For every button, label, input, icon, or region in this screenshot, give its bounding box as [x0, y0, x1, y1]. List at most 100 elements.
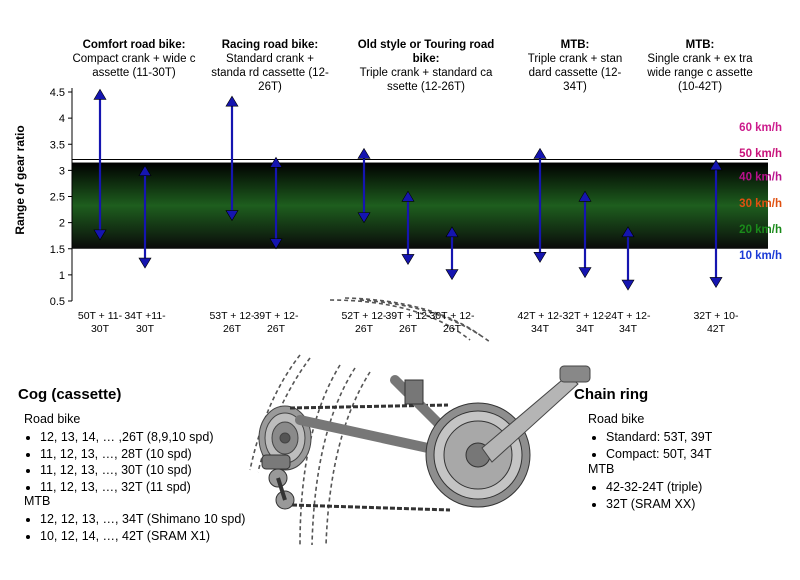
y-tick-label: 0.5 [50, 296, 65, 308]
x-tick-label: 32T + 12-34T [550, 310, 620, 336]
x-tick-label: 50T + 11-30T [65, 310, 135, 336]
x-tick-label-line2: 26T [354, 323, 374, 335]
list-item: Compact: 50T, 34T [606, 446, 712, 463]
y-tick-label: 2 [59, 218, 65, 230]
cog-road-list: 12, 13, 14, … ,26T (8,9,10 spd) 11, 12, … [26, 429, 214, 495]
x-tick-label-line2: 26T [398, 323, 418, 335]
range-arrow [709, 159, 723, 288]
x-tick-label-line1: 52T + 12- [341, 310, 387, 322]
range-arrow [533, 147, 547, 263]
speed-label: 50 km/h [739, 148, 782, 160]
group-title-mtb-triple: MTB:Triple crank + stan dard cassette (1… [527, 39, 623, 93]
range-arrow [269, 156, 283, 250]
range-arrow-head-bottom [621, 279, 635, 291]
x-tick-label: 52T + 12-26T [329, 310, 399, 336]
x-tick-label-line1: 34T +11- [124, 310, 166, 322]
chainring-mtb-list: 42-32-24T (triple) 32T (SRAM XX) [592, 479, 702, 512]
x-tick-label: 39T + 12-26T [241, 310, 311, 336]
y-tick-label: 3.5 [50, 139, 65, 151]
list-item: 10, 12, 14, …, 42T (SRAM X1) [40, 528, 245, 545]
group-title-touring: Old style or Touring road bike:Triple cr… [357, 39, 495, 93]
range-arrow-head-top [445, 226, 459, 238]
x-tick-label: 53T + 12-26T [197, 310, 267, 336]
cog-road-label: Road bike [24, 412, 81, 426]
range-arrow-head-bottom [401, 254, 415, 266]
x-tick-label-line1: 53T + 12- [209, 310, 255, 322]
range-arrow [138, 165, 152, 269]
range-arrow-head-bottom [578, 267, 592, 279]
range-arrow-head-top [533, 147, 547, 159]
x-tick-label: 42T + 12-34T [505, 310, 575, 336]
range-arrow-head-top [709, 159, 723, 171]
range-arrow-head-top [357, 147, 371, 159]
list-item: 11, 12, 13, …, 32T (11 spd) [40, 479, 214, 496]
range-arrow-head-bottom [93, 229, 107, 241]
gear-ratio-chart: 0.5 1 1.5 2 2.5 3 3.5 4 4.5 60 km/h 50 km/h 40 km/… [13, 87, 782, 308]
x-tick-label: 34T +11-30T [110, 310, 180, 336]
y-tick-label: 3 [59, 165, 65, 177]
group-title-comfort: Comfort road bike:Compact crank + wide c… [72, 39, 196, 79]
x-tick-label-line1: 39T + 12- [385, 310, 431, 322]
x-tick-label: 24T + 12-34T [593, 310, 663, 336]
x-tick-label-line2: 42T [706, 323, 726, 335]
list-item: 42-32-24T (triple) [606, 479, 702, 496]
speed-label: 20 km/h [739, 224, 782, 236]
chainring-road-label: Road bike [588, 412, 645, 426]
group-title-mtb-single: MTB:Single crank + ex tra wide range c a… [647, 39, 753, 93]
y-tick-label: 1.5 [50, 244, 65, 256]
speed-label: 10 km/h [739, 250, 782, 262]
range-arrow [621, 226, 635, 291]
x-tick-label: 30T + 12-26T [417, 310, 487, 336]
x-tick-label-line2: 30T [135, 323, 155, 335]
speed-label: 30 km/h [739, 198, 782, 210]
range-arrow [578, 190, 592, 279]
list-item: 12, 13, 14, … ,26T (8,9,10 spd) [40, 429, 214, 446]
chainring-road-list: Standard: 53T, 39T Compact: 50T, 34T [592, 429, 712, 462]
y-tick-label: 2.5 [50, 192, 65, 204]
list-item: 11, 12, 13, …, 30T (10 spd) [40, 462, 214, 479]
range-arrow-head-bottom [138, 257, 152, 269]
x-tick-label-line2: 30T [90, 323, 110, 335]
list-item: 12, 12, 13, …, 34T (Shimano 10 spd) [40, 511, 245, 528]
y-axis-label: Range of gear ratio [13, 125, 27, 234]
x-tick-label: 39T + 12-26T [373, 310, 443, 336]
range-arrow-head-top [138, 165, 152, 176]
range-arrow [401, 190, 415, 266]
speed-label: 40 km/h [739, 172, 782, 184]
gear-ratio-band [72, 162, 768, 249]
x-tick-label-line2: 34T [618, 323, 638, 335]
speed-label: 60 km/h [739, 122, 782, 134]
chainring-mtb-label: MTB [588, 462, 615, 476]
x-tick-label-line2: 26T [222, 323, 242, 335]
x-tick-label-line1: 42T + 12- [517, 310, 563, 322]
x-tick-label-line1: 39T + 12- [253, 310, 299, 322]
cog-heading: Cog (cassette) [18, 386, 122, 403]
y-tick-label: 4 [59, 113, 65, 125]
x-tick-label-line2: 26T [266, 323, 286, 335]
cog-mtb-list: 12, 12, 13, …, 34T (Shimano 10 spd) 10, … [26, 511, 245, 544]
range-arrow [357, 147, 371, 224]
range-arrow [93, 88, 107, 241]
range-arrow-head-top [578, 190, 592, 202]
range-arrow-head-bottom [225, 210, 239, 222]
x-tick-label-line1: 32T + 12- [562, 310, 608, 322]
x-tick-label-line1: 30T + 12- [429, 310, 475, 322]
range-arrow-head-top [401, 190, 415, 202]
range-arrow [225, 95, 239, 222]
list-item: 11, 12, 13, …, 28T (10 spd) [40, 446, 214, 463]
range-arrow-head-bottom [533, 252, 547, 263]
x-tick-label-line1: 32T + 10- [693, 310, 739, 322]
y-tick-label: 1 [59, 270, 65, 282]
x-tick-label-line1: 50T + 11- [77, 310, 123, 322]
range-arrow-head-top [621, 226, 635, 238]
range-arrow-head-bottom [269, 238, 283, 250]
x-tick-label: 32T + 10-42T [681, 310, 751, 336]
x-tick-label-line2: 34T [530, 323, 550, 335]
range-arrow [445, 226, 459, 281]
range-arrow-head-top [269, 156, 283, 168]
x-tick-label-line1: 24T + 12- [605, 310, 651, 322]
y-tick-label: 4.5 [50, 87, 65, 99]
group-title-racing: Racing road bike:Standard crank + standa… [211, 39, 329, 93]
range-arrow-head-top [93, 88, 107, 100]
